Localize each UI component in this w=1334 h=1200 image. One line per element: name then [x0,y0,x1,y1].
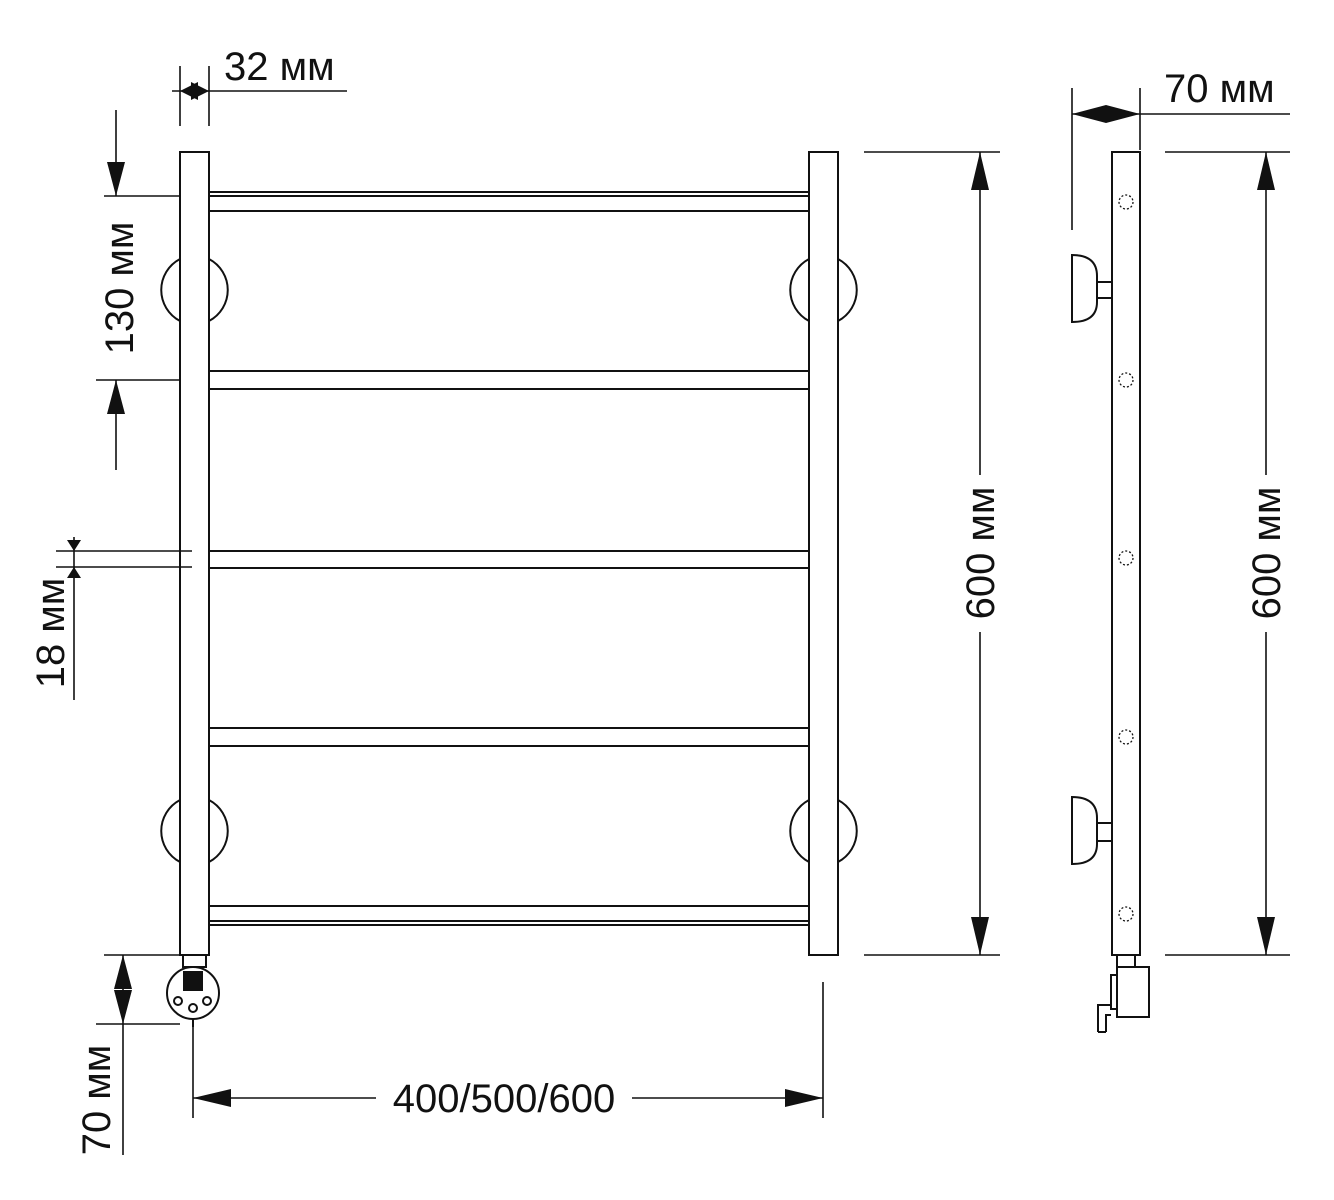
side-view [1070,151,1150,1033]
front-view [160,151,858,1027]
dim-heater-offset-label: 70 мм [75,1045,119,1156]
dim-heater-offset: 70 мм [75,954,180,1156]
dim-height-front: 600 мм [864,151,1003,956]
bottom-collector [208,920,810,926]
side-dot-4 [1118,729,1134,745]
dim-rung-diameter: 18 мм [29,537,192,700]
right-post [808,151,839,956]
side-bracket-bottom [1070,795,1113,866]
dim-width-label: 400/500/600 [393,1077,615,1121]
dim-pipe-diameter: 32 мм [172,45,347,126]
side-post [1111,151,1141,956]
dim-rung-diameter-label: 18 мм [29,578,73,689]
side-dot-3 [1118,550,1134,566]
side-dot-2 [1118,372,1134,388]
side-dot-5 [1118,906,1134,922]
dim-first-rung-spacing-label: 130 мм [98,222,142,355]
dim-height-side-label: 600 мм [1245,487,1289,620]
wall-mount-bottom-left [160,799,229,863]
rung-frame-3 [208,567,810,729]
dim-height-front-label: 600 мм [959,487,1003,620]
heater-thermostat [166,954,220,1027]
dim-side-depth: 70 мм [1071,67,1290,230]
side-bracket-top [1070,253,1112,324]
dim-side-depth-label: 70 мм [1164,67,1275,111]
rung-frame-1 [208,210,810,372]
dim-first-rung-spacing: 130 мм [96,110,180,470]
dim-pipe-diameter-label: 32 мм [224,45,335,89]
top-collector [208,191,810,197]
wall-mount-top-left [160,258,229,322]
dim-width: 400/500/600 [192,982,824,1121]
side-dot-1 [1118,194,1134,210]
dim-height-side: 600 мм [1165,151,1290,956]
wall-mount-bottom-right [789,799,858,863]
rung-frame-4 [208,745,810,907]
wall-mount-top-right [789,258,858,322]
side-heater [1097,954,1150,1033]
rung-frame-2 [208,388,810,552]
left-post [179,151,210,956]
